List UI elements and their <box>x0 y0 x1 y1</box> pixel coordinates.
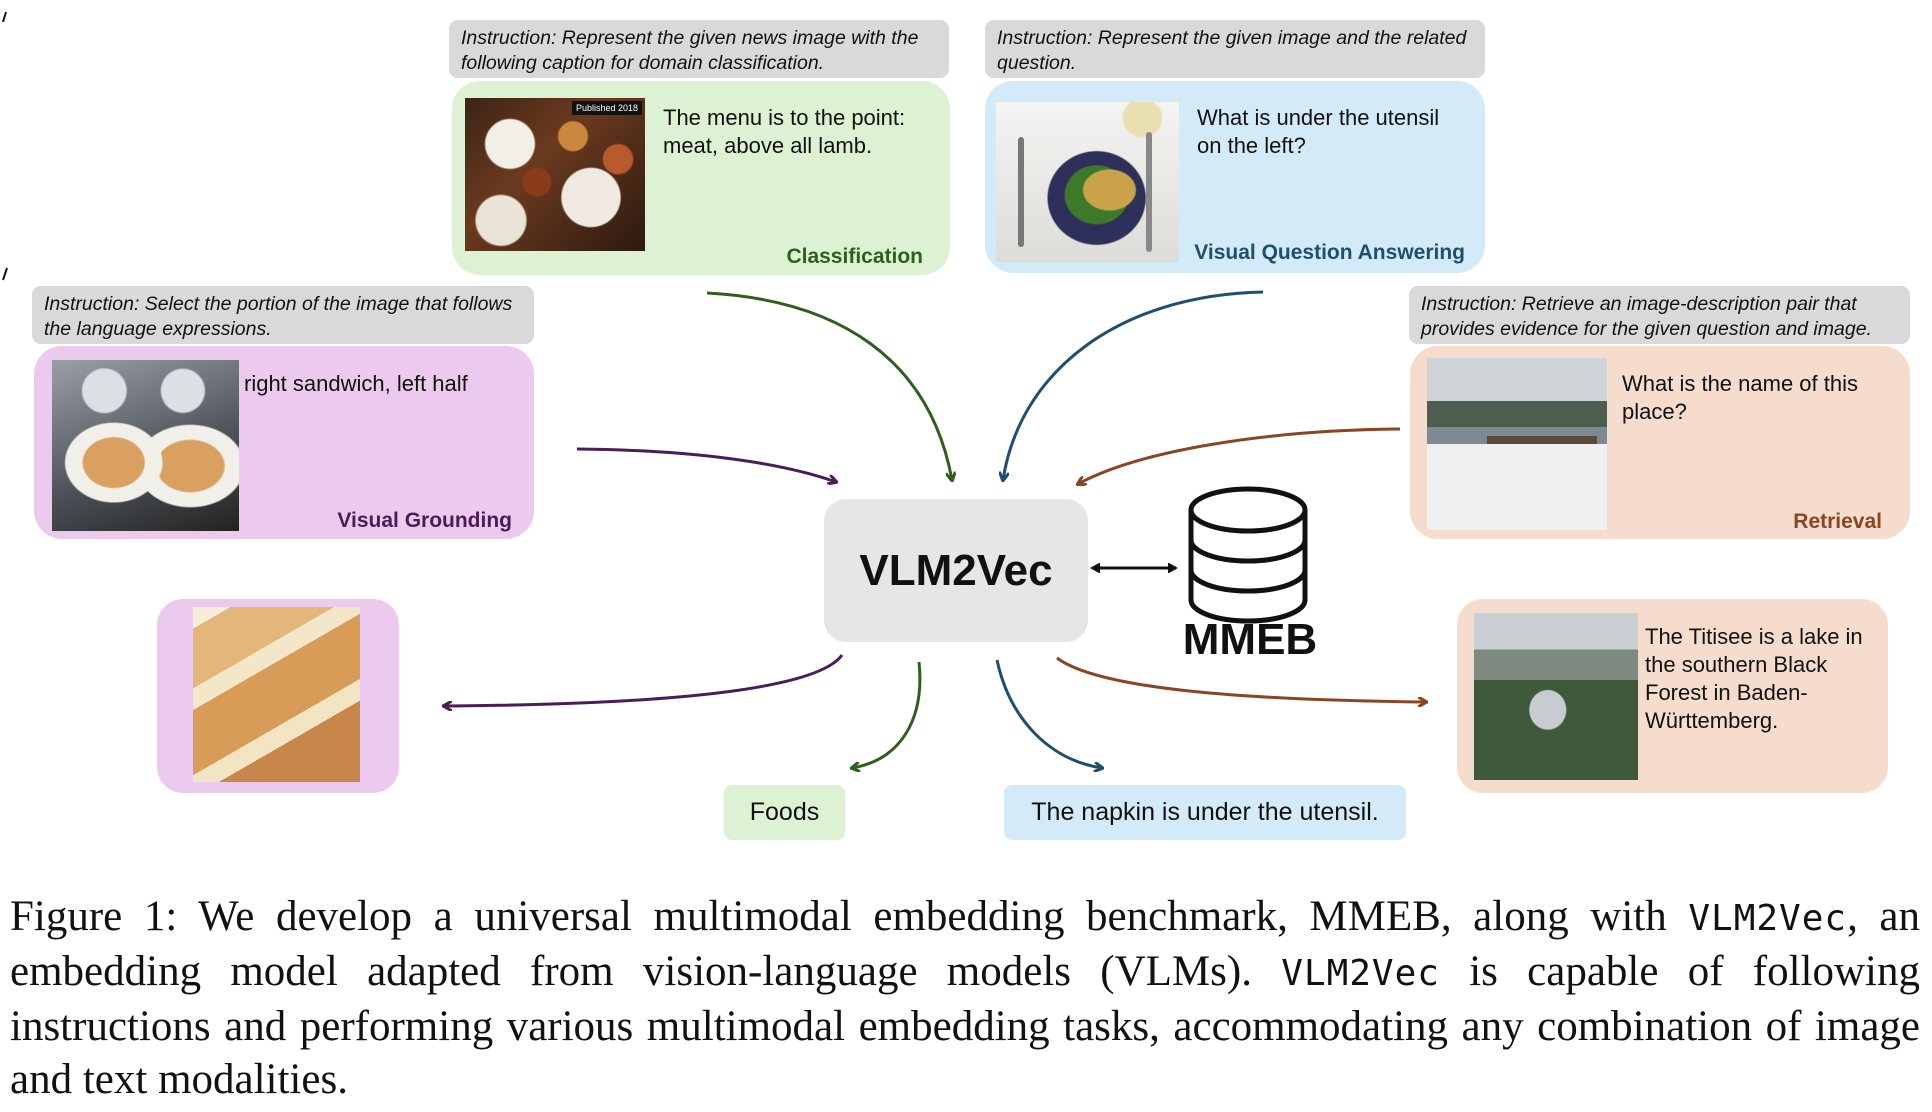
grounding-text: right sandwich, left half <box>244 371 468 396</box>
retrieval-instruction: Instruction: Retrieve an image-descripti… <box>1409 286 1910 344</box>
toast-crop-photo <box>193 607 360 782</box>
grounding-card: right sandwich, left half Visual Groundi… <box>34 346 534 539</box>
vqa-input-arrow <box>1003 290 1264 480</box>
grounding-instruction: Instruction: Select the portion of the i… <box>32 286 534 344</box>
caption-model-name: VLM2Vec <box>1281 953 1440 994</box>
retrieval-output-card: The Titisee is a lake in the southern Bl… <box>1457 599 1888 793</box>
margin-mark <box>2 267 8 281</box>
food-table-photo: Published 2018 <box>465 98 645 251</box>
dinner-plate-photo <box>996 102 1179 262</box>
retrieval-output-arrow <box>1056 656 1426 702</box>
mmeb-benchmark-label: MMEB <box>1182 615 1318 664</box>
vqa-output-box: The napkin is under the utensil. <box>1004 785 1406 840</box>
classification-output-arrow <box>852 661 922 768</box>
figure-caption: Figure 1: We develop a universal multimo… <box>10 890 1920 1106</box>
grounding-task-label: Visual Grounding <box>337 509 512 532</box>
caption-prefix: Figure 1: We develop a universal multimo… <box>10 893 1667 940</box>
database-icon <box>1188 486 1308 624</box>
retrieval-output-text: The Titisee is a lake in the southern Bl… <box>1645 624 1863 733</box>
vqa-task-label: Visual Question Answering <box>1194 241 1465 264</box>
retrieval-task-label: Retrieval <box>1793 510 1882 533</box>
classification-input-arrow <box>706 291 952 480</box>
retrieval-input-arrow <box>1078 427 1401 484</box>
fork-shape <box>1018 137 1024 247</box>
snowy-lake-photo <box>1427 358 1607 530</box>
grounding-input-arrow <box>576 447 836 482</box>
caption-middle: , an embedding model adapted from vision… <box>10 893 1920 995</box>
retrieval-text: What is the name of this place? <box>1622 371 1858 424</box>
caption-model-name: VLM2Vec <box>1688 898 1848 939</box>
classification-text: The menu is to the point: meat, above al… <box>663 105 906 158</box>
classification-output-box: Foods <box>724 785 845 840</box>
vqa-output-arrow <box>995 659 1102 768</box>
vqa-instruction: Instruction: Represent the given image a… <box>985 20 1485 78</box>
vlm2vec-model-box: VLM2Vec <box>824 499 1088 642</box>
grounding-output-card <box>157 599 399 793</box>
knife-shape <box>1146 132 1152 252</box>
grounding-output-arrow <box>444 654 844 706</box>
titisee-valley-photo <box>1474 613 1638 780</box>
classification-card: Published 2018 The menu is to the point:… <box>452 81 950 275</box>
published-badge: Published 2018 <box>571 101 642 115</box>
vqa-text: What is under the utensil on the left? <box>1197 105 1440 158</box>
caption-suffix: is capable of following instructions and… <box>10 948 1920 1103</box>
vqa-card: What is under the utensil on the left? V… <box>985 81 1485 273</box>
toast-tray-photo <box>52 360 239 531</box>
classification-instruction: Instruction: Represent the given news im… <box>449 20 949 78</box>
pier-shape <box>1487 436 1597 444</box>
margin-mark <box>2 11 7 23</box>
classification-task-label: Classification <box>786 245 923 268</box>
retrieval-card: What is the name of this place? Retrieva… <box>1410 346 1910 539</box>
